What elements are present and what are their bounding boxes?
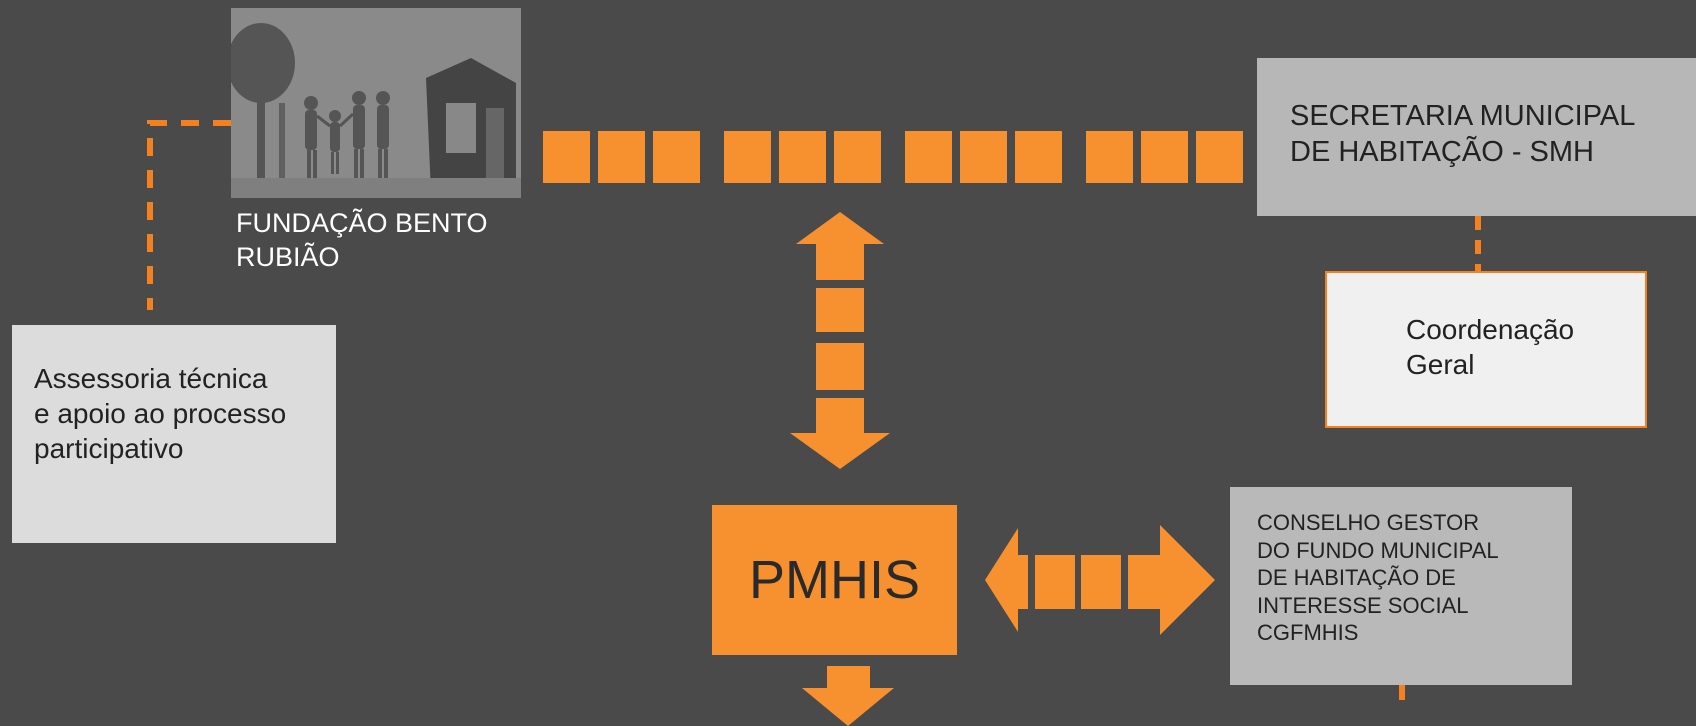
connector-square [905, 131, 952, 183]
dashed-connector [147, 120, 231, 310]
assessoria-line1: Assessoria técnica [34, 363, 268, 394]
foundation-name: FUNDAÇÃO BENTO RUBIÃO [236, 207, 556, 275]
smh-box: SECRETARIA MUNICIPAL DE HABITAÇÃO - SMH [1257, 58, 1696, 216]
conselho-line5: CGFMHIS [1257, 620, 1359, 645]
arrow-square [1081, 555, 1121, 609]
arrow-down-icon [790, 398, 890, 469]
connector-square [598, 131, 645, 183]
arrow-square [1035, 555, 1075, 609]
conselho-line2: DO FUNDO MUNICIPAL [1257, 537, 1499, 563]
conselho-line4: INTERESSE SOCIAL [1257, 592, 1469, 618]
arrow-right-icon [1128, 525, 1215, 635]
connector-square [1086, 131, 1133, 183]
foundation-name-line1: FUNDAÇÃO BENTO [236, 208, 488, 238]
assessoria-line3: participativo [34, 433, 184, 464]
assessoria-line2: e apoio ao processo [34, 398, 287, 429]
smh-line2: DE HABITAÇÃO - SMH [1290, 136, 1594, 169]
arrow-up-icon [796, 212, 884, 280]
foundation-photo [231, 8, 521, 198]
connector-square [653, 131, 700, 183]
arrow-square [816, 343, 864, 390]
coordenacao-line2: Geral [1406, 349, 1475, 380]
smh-line1: SECRETARIA MUNICIPAL [1290, 100, 1636, 132]
connector-square [724, 131, 771, 183]
foundation-name-line2: RUBIÃO [236, 241, 340, 272]
coordenacao-box: Coordenação Geral [1325, 271, 1647, 428]
pmhis-label: PMHIS [748, 550, 921, 610]
connector-square [779, 131, 826, 183]
coordenacao-line1: Coordenação [1406, 314, 1575, 345]
family-house-icon [231, 8, 521, 198]
connector-square [543, 131, 590, 183]
arrow-square [816, 288, 864, 332]
conselho-line3: DE HABITAÇÃO DE [1257, 565, 1456, 590]
conselho-line1: CONSELHO GESTOR [1257, 510, 1480, 535]
connector-square [834, 131, 881, 183]
connector-square [1196, 131, 1243, 183]
pmhis-box: PMHIS [712, 505, 957, 655]
arrow-down-icon [802, 666, 894, 726]
assessoria-box: Assessoria técnica e apoio ao processo p… [12, 325, 336, 543]
arrow-left-icon [985, 528, 1028, 632]
connector-square [1141, 131, 1188, 183]
conselho-box: CONSELHO GESTOR DO FUNDO MUNICIPAL DE HA… [1230, 487, 1572, 685]
connector-square [1015, 131, 1062, 183]
connector-square [960, 131, 1007, 183]
